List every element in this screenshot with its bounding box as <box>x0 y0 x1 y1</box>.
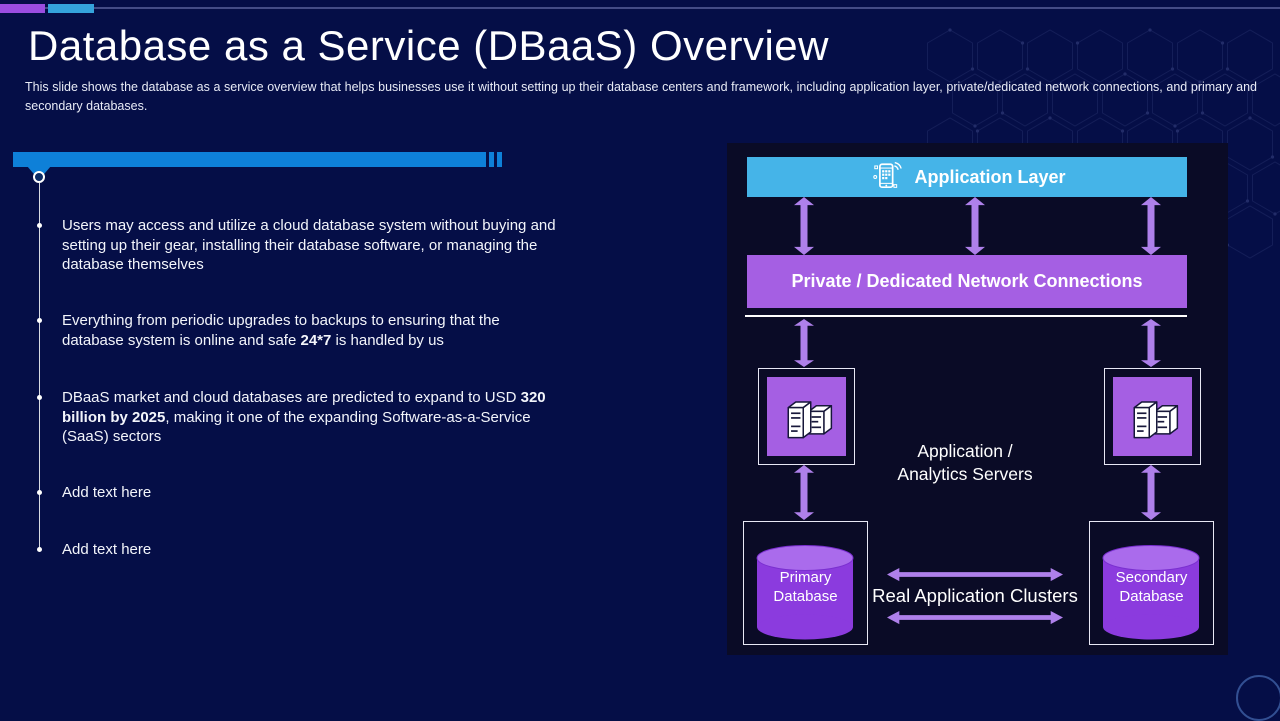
application-layer-label: Application Layer <box>914 167 1065 188</box>
double-arrow-vertical <box>793 319 815 367</box>
accent-bar-tick <box>497 152 502 167</box>
double-arrow-vertical <box>793 465 815 520</box>
application-layer-bar: Application Layer <box>747 157 1187 197</box>
server-icon <box>1113 377 1192 456</box>
network-connections-label: Private / Dedicated Network Connections <box>791 271 1142 292</box>
server-box-left <box>758 368 855 465</box>
corner-circle-decor <box>1236 675 1280 721</box>
diagram-panel: Application Layer Private / Dedicated Ne… <box>727 143 1228 655</box>
bullet-item: DBaaS market and cloud databases are pre… <box>62 388 562 447</box>
top-accent-purple <box>0 4 45 13</box>
bullet-timeline-line <box>39 183 40 551</box>
primary-database-box: Primary Database <box>743 521 868 645</box>
bullet-item: Users may access and utilize a cloud dat… <box>62 216 562 275</box>
double-arrow-vertical <box>793 197 815 255</box>
bullet-item: Everything from periodic upgrades to bac… <box>62 311 562 350</box>
top-divider-line <box>0 7 1280 9</box>
secondary-database-box: Secondary Database <box>1089 521 1214 645</box>
network-connections-bar: Private / Dedicated Network Connections <box>747 255 1187 308</box>
accent-bar-tick <box>489 152 494 167</box>
double-arrow-vertical <box>1140 465 1162 520</box>
double-arrow-vertical <box>964 197 986 255</box>
section-accent-bar <box>13 152 486 167</box>
network-underline <box>745 315 1187 317</box>
double-arrow-horizontal <box>887 610 1063 625</box>
top-accent-blue <box>48 4 94 13</box>
servers-label: Application / Analytics Servers <box>875 440 1055 486</box>
slide-subtitle: This slide shows the database as a servi… <box>25 78 1257 116</box>
bullet-item: Add text here <box>62 483 562 503</box>
double-arrow-vertical <box>1140 197 1162 255</box>
server-icon <box>767 377 846 456</box>
server-box-right <box>1104 368 1201 465</box>
clusters-label: Real Application Clusters <box>847 585 1103 607</box>
page-title: Database as a Service (DBaaS) Overview <box>28 22 829 70</box>
double-arrow-horizontal <box>887 567 1063 582</box>
double-arrow-vertical <box>1140 319 1162 367</box>
mobile-app-phone-icon <box>868 160 902 194</box>
secondary-database-label: Secondary Database <box>1090 568 1213 606</box>
primary-database-label: Primary Database <box>744 568 867 606</box>
bullet-item: Add text here <box>62 540 562 560</box>
accent-pointer-circle <box>33 171 45 183</box>
